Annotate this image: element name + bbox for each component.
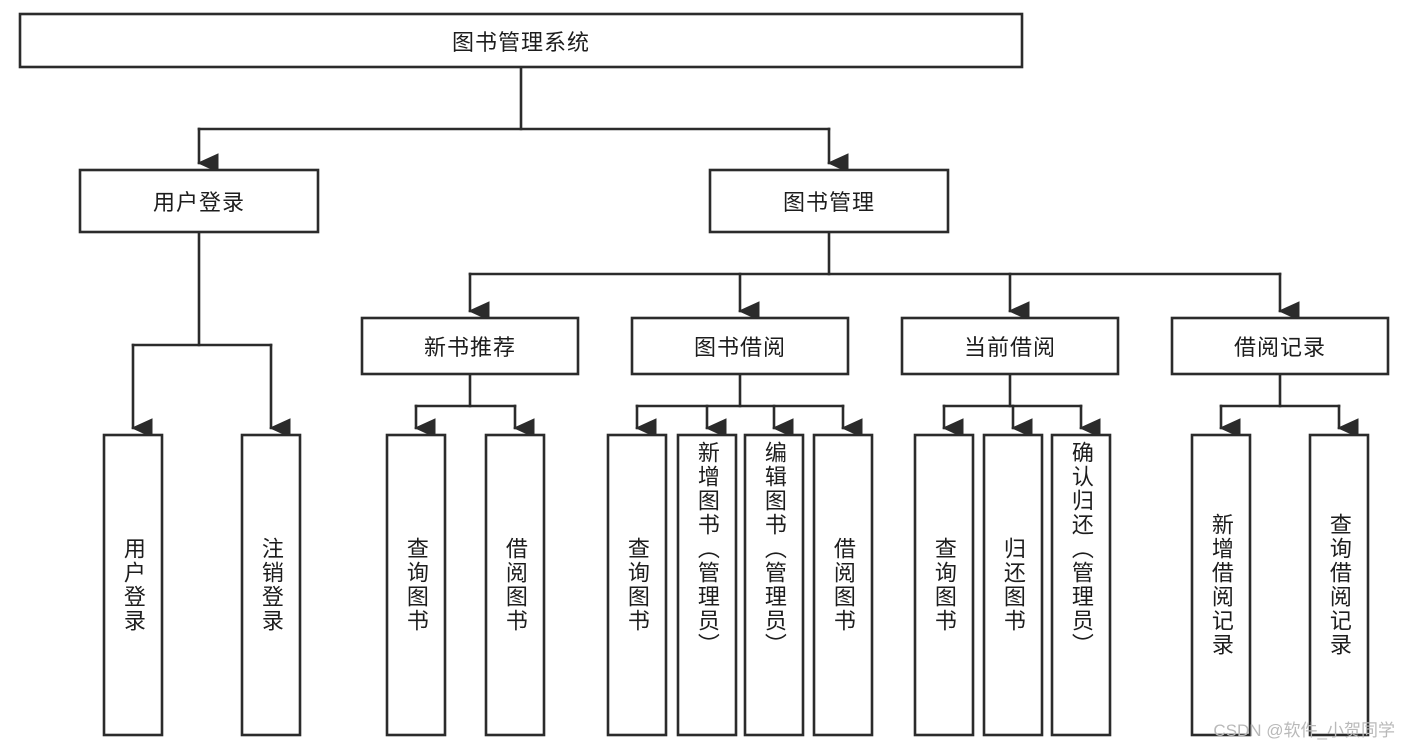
node-box-leaf-confirm-return[interactable]	[1050, 433, 1112, 737]
node-box-leaf-borrow-book-2[interactable]	[812, 433, 874, 737]
edge-group-current-borrow	[942, 372, 1101, 438]
node-box-leaf-query-book-3[interactable]	[913, 433, 975, 737]
node-box-leaf-logout[interactable]	[240, 433, 302, 737]
node-box-leaf-user-login[interactable]	[102, 433, 164, 737]
node-box-user-login[interactable]	[78, 168, 320, 234]
node-box-leaf-add-book[interactable]	[676, 433, 738, 737]
node-box-root[interactable]	[18, 12, 1024, 69]
edge-group-user-login	[131, 230, 291, 438]
edge-group-borrow-record	[1219, 372, 1359, 438]
node-box-borrow-record[interactable]	[1170, 316, 1390, 376]
node-box-leaf-query-book-1[interactable]	[385, 433, 447, 737]
node-box-leaf-query-record[interactable]	[1308, 433, 1370, 737]
edge-group-book-borrow	[635, 372, 863, 438]
node-box-current-borrow[interactable]	[900, 316, 1120, 376]
node-box-leaf-borrow-book-1[interactable]	[484, 433, 546, 737]
edge-group-new-book-recommend	[414, 372, 535, 438]
node-box-book-management[interactable]	[708, 168, 950, 234]
node-box-leaf-add-record[interactable]	[1190, 433, 1252, 737]
node-box-leaf-return-book[interactable]	[982, 433, 1044, 737]
node-box-book-borrow[interactable]	[630, 316, 850, 376]
node-box-leaf-query-book-2[interactable]	[606, 433, 668, 737]
node-box-new-book-recommend[interactable]	[360, 316, 580, 376]
edge-group-book-management	[468, 230, 1300, 321]
edge-group-root	[197, 65, 849, 173]
node-box-leaf-edit-book[interactable]	[743, 433, 805, 737]
